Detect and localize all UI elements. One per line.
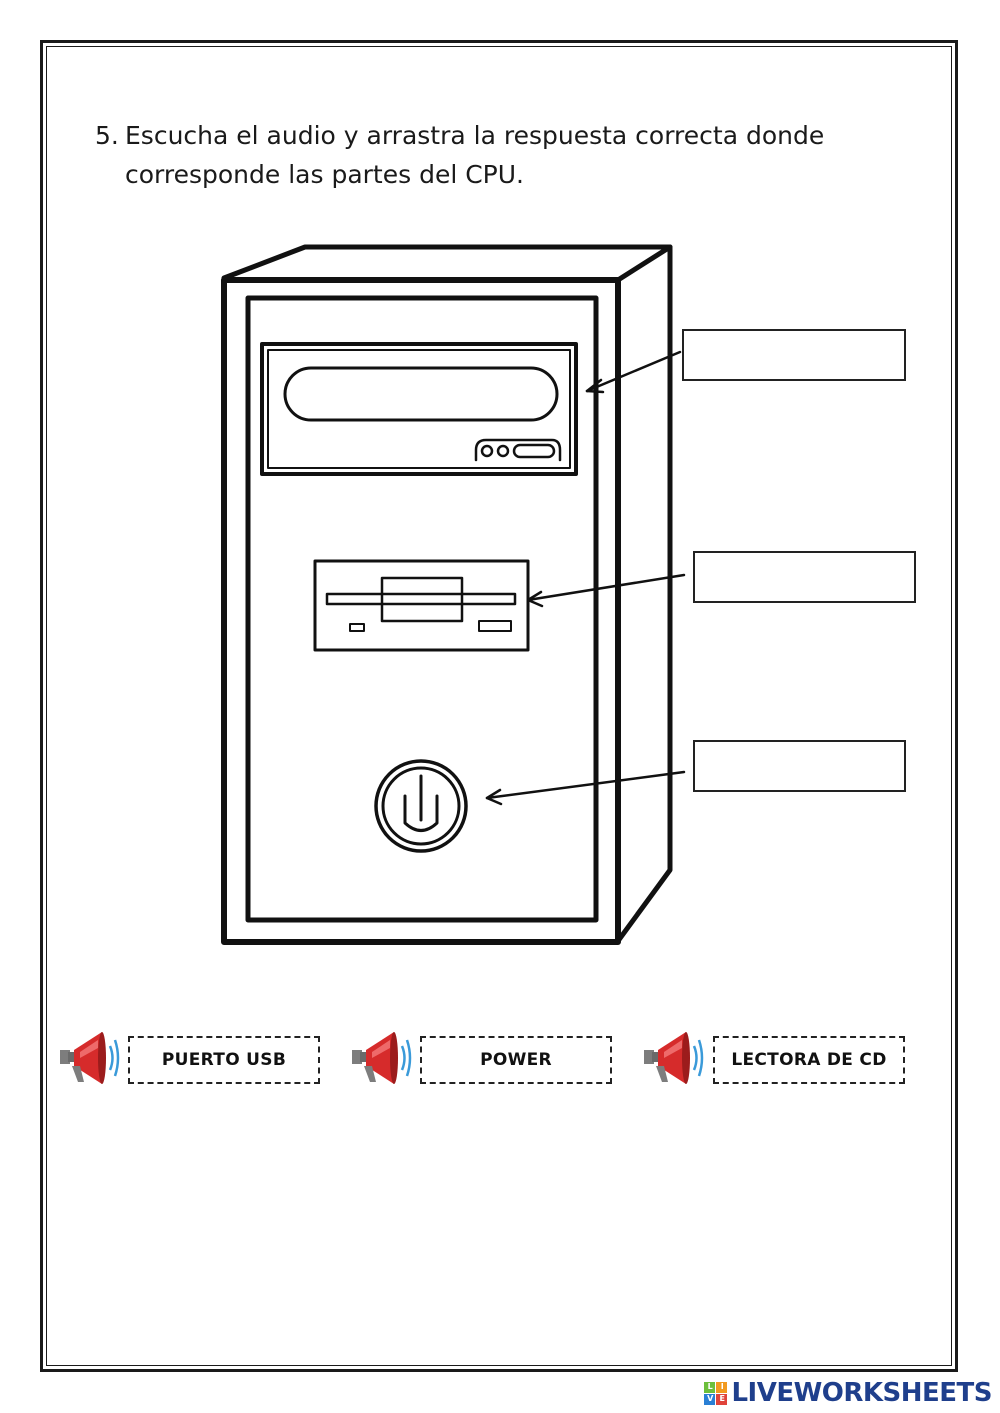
arrow-floppy-line xyxy=(526,573,686,602)
answer-options: PUERTO USB POWER LECTORA DE CD xyxy=(0,1026,1000,1096)
drop-box-cd-drive[interactable] xyxy=(682,329,906,381)
floppy-drive-bay xyxy=(313,559,530,652)
instruction-text: 5.Escucha el audio y arrastra la respues… xyxy=(95,116,875,194)
floppy-drive-led xyxy=(349,623,365,632)
arrow-power-head xyxy=(485,788,503,806)
cd-drive-panel xyxy=(474,438,562,462)
cpu-top-edge xyxy=(615,244,673,283)
speaker-icon[interactable] xyxy=(642,1026,704,1090)
logo-letter-l: L xyxy=(704,1381,716,1393)
power-symbol-arc xyxy=(403,794,439,832)
instruction-line-2: corresponde las partes del CPU. xyxy=(125,160,524,189)
arrow-power-line xyxy=(485,770,686,800)
cd-drive-led-2 xyxy=(496,444,510,458)
floppy-drive-eject xyxy=(478,620,512,632)
option-lectora-de-cd[interactable]: LECTORA DE CD xyxy=(713,1036,905,1084)
instruction-line-1: Escucha el audio y arrastra la respuesta… xyxy=(125,121,825,150)
question-number: 5. xyxy=(95,121,119,150)
liveworksheets-logo: L I V E LIVEWORKSHEETS xyxy=(704,1376,992,1410)
drop-box-floppy-drive[interactable] xyxy=(693,551,916,603)
cd-drive-bay-inner xyxy=(267,349,571,469)
cd-drive-tray xyxy=(283,366,559,422)
logo-letter-i: I xyxy=(716,1381,728,1393)
cd-drive-bay xyxy=(260,342,578,476)
speaker-icon[interactable] xyxy=(58,1026,120,1090)
cd-drive-led-1 xyxy=(480,444,494,458)
arrow-floppy-head xyxy=(526,590,544,608)
drop-box-power-button[interactable] xyxy=(693,740,906,792)
floppy-drive-slot xyxy=(325,592,517,606)
cpu-front-inner xyxy=(245,295,599,923)
logo-letter-v: V xyxy=(704,1393,716,1405)
liveworksheets-logo-icon: L I V E xyxy=(704,1381,728,1405)
option-puerto-usb[interactable]: PUERTO USB xyxy=(128,1036,320,1084)
speaker-icon[interactable] xyxy=(350,1026,412,1090)
logo-letter-e: E xyxy=(716,1393,728,1405)
option-power[interactable]: POWER xyxy=(420,1036,612,1084)
cd-drive-eject-button xyxy=(512,443,556,459)
power-button-outer xyxy=(374,759,468,853)
arrow-cd-line xyxy=(585,350,682,393)
brand-name: LIVEWORKSHEETS xyxy=(731,1378,992,1408)
power-button-inner xyxy=(381,766,461,846)
cpu-tower-illustration xyxy=(221,244,686,945)
cpu-front-outer xyxy=(221,277,621,945)
worksheet-border xyxy=(40,40,958,1372)
arrow-cd-head xyxy=(585,378,605,394)
floppy-drive-shutter xyxy=(380,576,464,623)
